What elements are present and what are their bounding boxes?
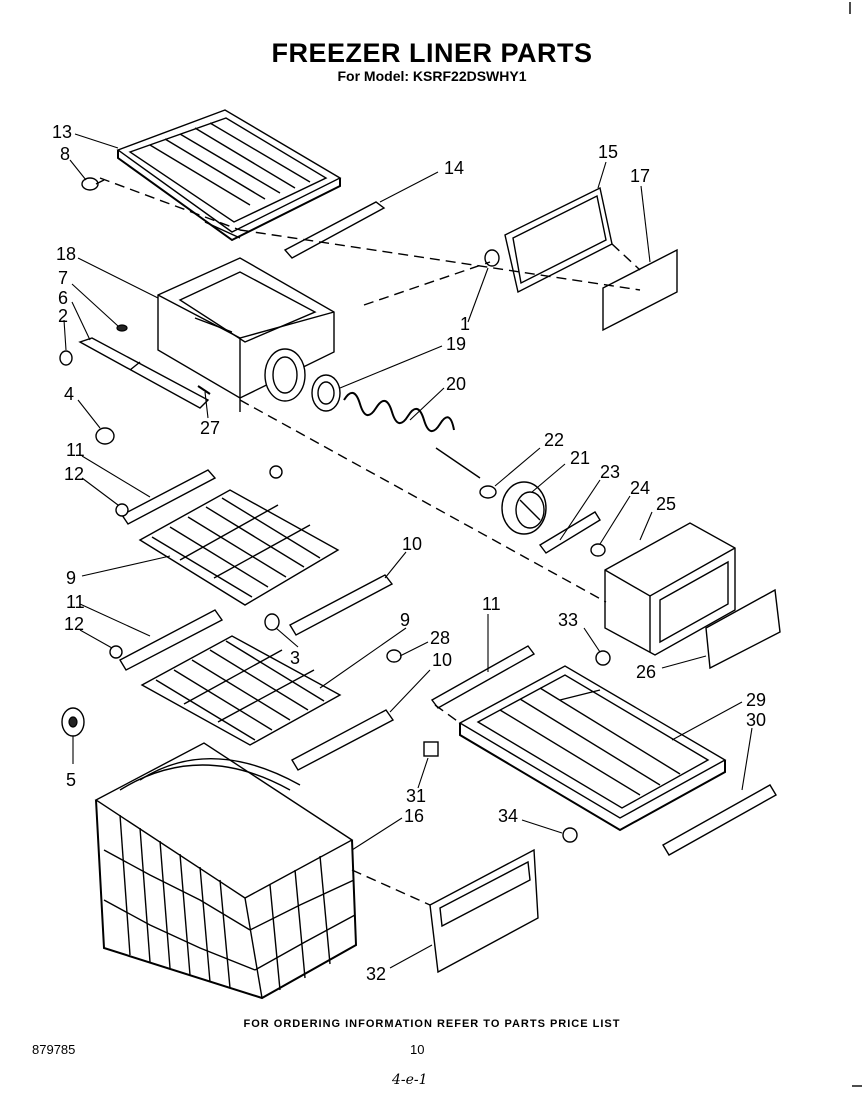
callout-7: 7	[58, 268, 68, 288]
part-9-wire-shelf-lower	[140, 635, 342, 746]
part-12-screw-lower	[109, 645, 123, 659]
callout-21: 21	[570, 448, 590, 468]
part-21-fan-blade	[501, 481, 547, 535]
part-30-strip	[662, 784, 777, 856]
part-6-bracket	[78, 337, 210, 409]
callout-32: 32	[366, 964, 386, 984]
callout-30: 30	[746, 710, 766, 730]
callout-13: 13	[52, 122, 72, 142]
callout-12-upper: 12	[64, 464, 84, 484]
callout-4: 4	[64, 384, 74, 404]
callout-11-lower: 11	[66, 592, 85, 612]
callout-22: 22	[544, 430, 564, 450]
ordering-note: FOR ORDERING INFORMATION REFER TO PARTS …	[243, 1018, 621, 1030]
part-24-nut	[590, 543, 606, 557]
callout-25: 25	[656, 494, 676, 514]
part-26-panel	[705, 588, 781, 670]
part-28-screw	[386, 649, 402, 663]
part-32-front-panel	[429, 848, 539, 974]
callout-26: 26	[636, 662, 656, 682]
callout-5: 5	[66, 770, 76, 790]
part-12-screw-upper	[115, 503, 129, 517]
callout-34: 34	[498, 806, 518, 826]
callout-12-lower: 12	[64, 614, 84, 634]
part-22-clip	[479, 485, 497, 499]
part-14-trim-strip	[283, 201, 386, 259]
part-20-spring	[343, 392, 481, 479]
part-19-fan-ring	[311, 374, 341, 412]
part-34-screw	[562, 827, 578, 843]
callout-23: 23	[600, 462, 620, 482]
callout-33: 33	[558, 610, 578, 630]
part-8-screw	[81, 177, 105, 191]
callout-11-upper: 11	[66, 440, 85, 460]
callout-16: 16	[404, 806, 424, 826]
part-7-screw	[116, 324, 128, 332]
part-18-housing	[157, 257, 335, 412]
callout-9-upper: 9	[66, 568, 76, 588]
part-33-screw	[595, 650, 611, 666]
document-number: 879785	[32, 1042, 76, 1057]
part-10-shelf-trim-upper	[289, 574, 394, 636]
callout-labels: 13 8 14 15 17 18 7 6 2 1 19 20 4 27 22 2…	[52, 122, 766, 984]
handwritten-note: 4-e-1	[392, 1072, 428, 1088]
callout-28: 28	[430, 628, 450, 648]
callout-29: 29	[746, 690, 766, 710]
part-3-screw	[264, 465, 283, 631]
callout-31: 31	[406, 786, 426, 806]
callout-1: 1	[460, 314, 470, 334]
part-16-wire-basket	[94, 742, 358, 1000]
model-subtitle: For Model: KSRF22DSWHY1	[337, 68, 527, 84]
callout-14: 14	[444, 158, 464, 178]
callout-19: 19	[446, 334, 466, 354]
part-13-shelf-cover	[116, 109, 342, 242]
part-11-shelf-rail-lower	[119, 609, 224, 671]
callout-17: 17	[630, 166, 650, 186]
leader-lines	[63, 133, 753, 969]
callout-20: 20	[446, 374, 466, 394]
callout-8: 8	[60, 144, 70, 164]
part-15-cover-frame	[504, 186, 613, 294]
part-9-wire-shelf-upper	[138, 489, 340, 606]
part-2-clip	[59, 350, 73, 366]
callout-3: 3	[290, 648, 300, 668]
part-23-bracket	[538, 511, 601, 554]
callout-6: 6	[58, 288, 68, 308]
callout-10-lower: 10	[432, 650, 452, 670]
part-10-shelf-trim-lower	[291, 709, 395, 771]
alignment-lines	[99, 177, 641, 906]
page-number: 10	[410, 1042, 425, 1057]
part-11-shelf-rail-upper	[120, 469, 217, 525]
callout-11-right: 11	[482, 594, 501, 614]
part-4-nut	[95, 427, 115, 445]
page-title: FREEZER LINER PARTS	[271, 38, 593, 68]
callout-10-upper: 10	[402, 534, 422, 554]
part-5-cam	[61, 707, 85, 737]
callout-9-lower: 9	[400, 610, 410, 630]
callout-27: 27	[200, 418, 220, 438]
part-31-clip	[423, 741, 439, 757]
part-25-bin	[604, 522, 736, 656]
callout-2: 2	[58, 306, 68, 326]
part-29-tray	[458, 665, 727, 832]
callout-24: 24	[630, 478, 650, 498]
callout-15: 15	[598, 142, 618, 162]
corner-mark	[849, 2, 862, 1087]
part-27-screw	[197, 385, 211, 395]
callout-18: 18	[56, 244, 76, 264]
